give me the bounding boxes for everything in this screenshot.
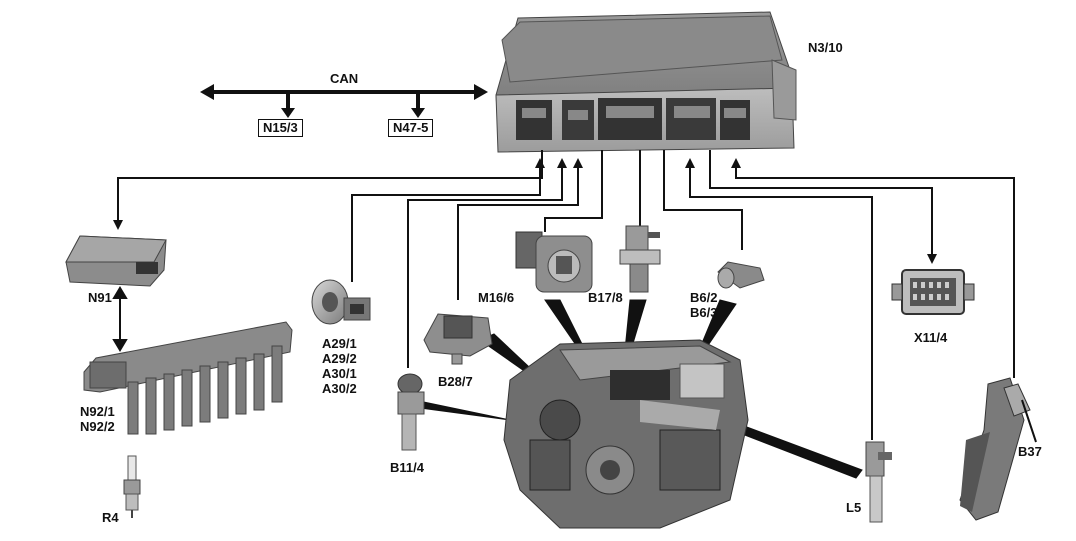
knock-sensor-label: A30/1 bbox=[322, 366, 357, 381]
crankshaft-sensor-label: L5 bbox=[846, 500, 862, 515]
ignition-module-illustration bbox=[65, 235, 167, 287]
ignition-coil-label: N92/2 bbox=[80, 419, 115, 434]
pressure-sensor-b28-illustration bbox=[423, 313, 493, 365]
pressure-sensor-b28-label: B28/7 bbox=[438, 374, 473, 389]
camshaft-sensor-labels: B6/2 B6/3 bbox=[690, 290, 717, 320]
engine-illustration bbox=[503, 339, 749, 529]
pedal-sensor-illustration bbox=[959, 377, 1037, 521]
ignition-coil-rail-illustration bbox=[83, 321, 293, 435]
camshaft-sensor-label: B6/2 bbox=[690, 290, 718, 305]
hall-sensor-illustration bbox=[397, 373, 425, 451]
diagnostic-connector-label: X11/4 bbox=[914, 330, 948, 345]
wiring-lines bbox=[112, 150, 1015, 440]
can-node-n15-3: N15/3 bbox=[258, 119, 303, 137]
camshaft-sensor-label: B6/3 bbox=[690, 305, 718, 320]
spark-plug-label: R4 bbox=[102, 510, 119, 525]
can-node-n47-5: N47-5 bbox=[388, 119, 434, 137]
throttle-actuator-illustration bbox=[515, 231, 593, 293]
knock-sensor-labels: A29/1 A29/2 A30/1 A30/2 bbox=[322, 336, 357, 396]
ecu-label: N3/10 bbox=[808, 40, 843, 55]
ignition-coil-labels: N92/1 N92/2 bbox=[80, 404, 115, 434]
pressure-sensor-b17-label: B17/8 bbox=[588, 290, 623, 305]
can-bus bbox=[200, 84, 488, 118]
pressure-sensor-b17-illustration bbox=[619, 225, 661, 293]
spark-plug-illustration bbox=[123, 455, 141, 518]
ignition-coil-label: N92/1 bbox=[80, 404, 115, 419]
crankshaft-sensor-illustration bbox=[865, 441, 892, 523]
throttle-actuator-label: M16/6 bbox=[478, 290, 515, 305]
can-bus-label: CAN bbox=[330, 71, 359, 86]
knock-sensor-label: A30/2 bbox=[322, 381, 357, 396]
ignition-module-label: N91 bbox=[88, 290, 112, 305]
ecu-illustration bbox=[495, 11, 797, 153]
knock-sensor-label: A29/2 bbox=[322, 351, 357, 366]
knock-sensor-label: A29/1 bbox=[322, 336, 357, 351]
pedal-sensor-label: B37 bbox=[1018, 444, 1042, 459]
hall-sensor-label: B11/4 bbox=[390, 460, 424, 475]
diagnostic-connector-illustration bbox=[891, 269, 975, 315]
knock-sensor-illustration bbox=[311, 279, 371, 325]
camshaft-sensor-illustration bbox=[717, 261, 765, 289]
